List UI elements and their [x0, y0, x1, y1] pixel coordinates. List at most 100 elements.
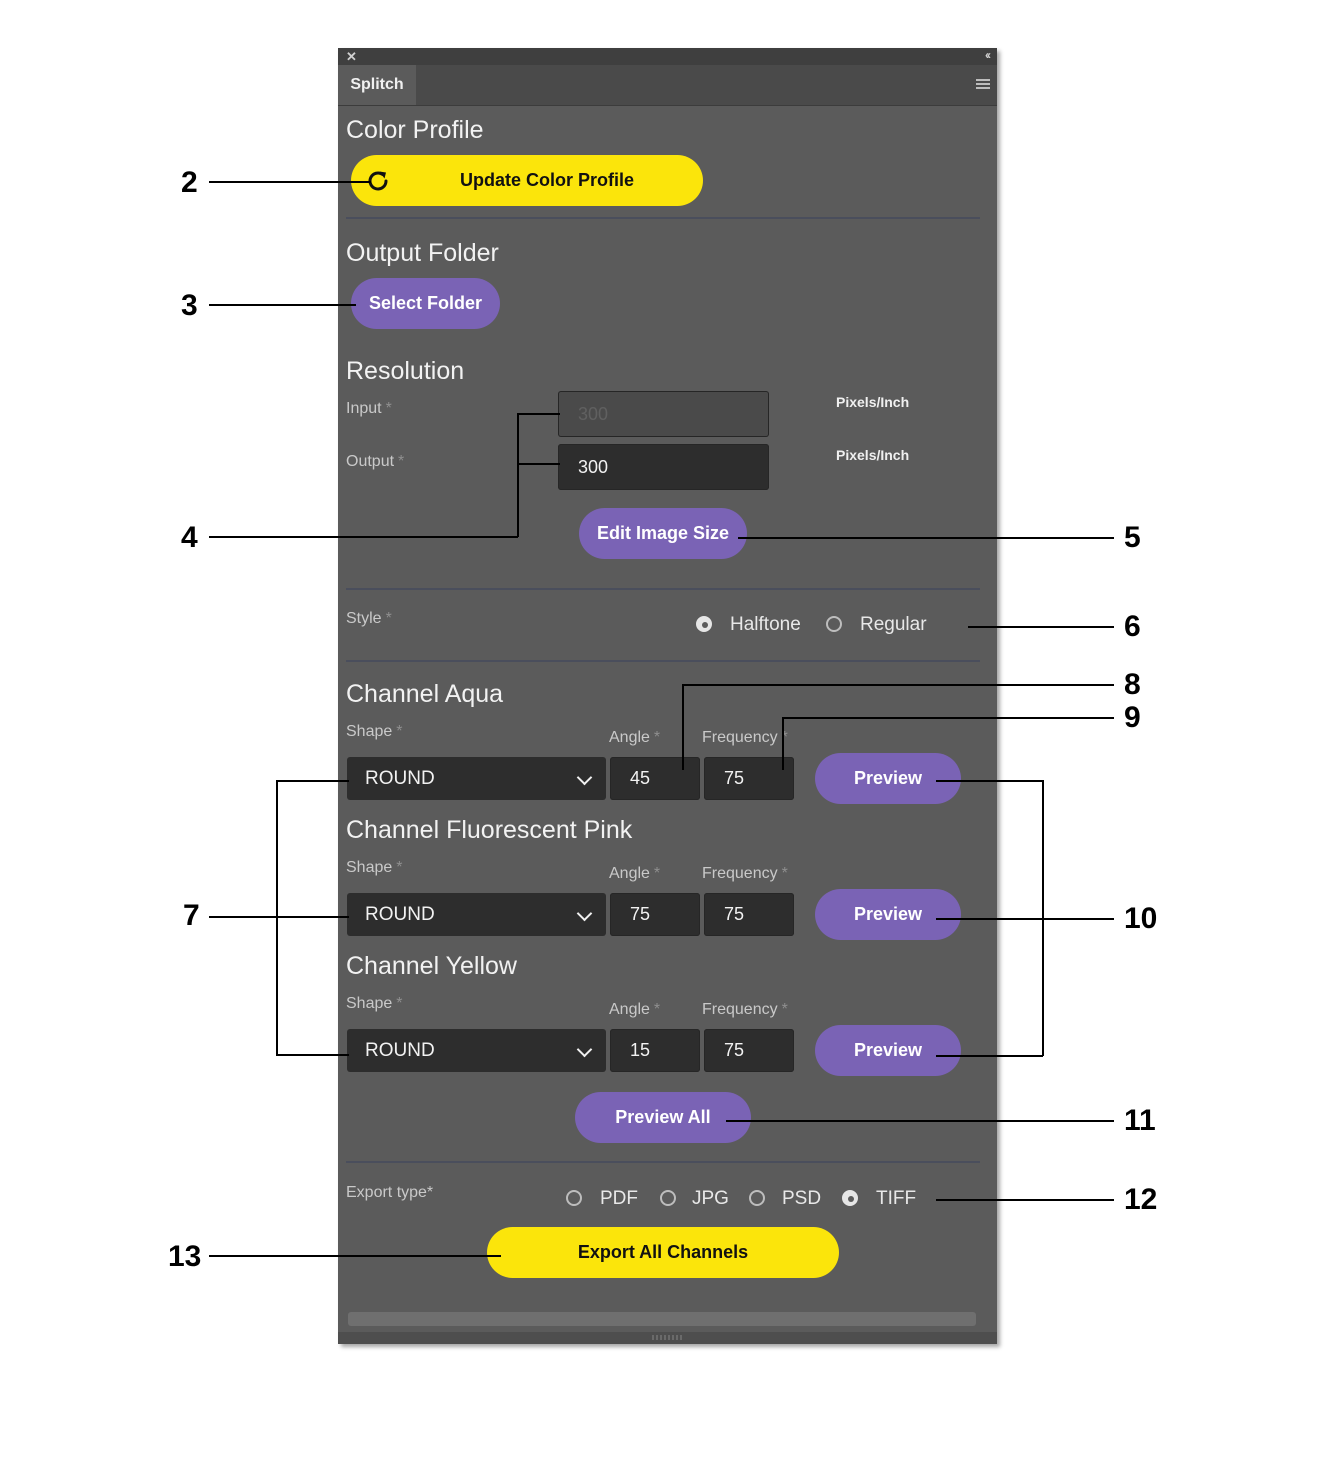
shape-select-value: ROUND: [365, 1039, 435, 1061]
callout-line: [276, 780, 349, 782]
hamburger-menu-icon[interactable]: [976, 79, 990, 90]
callout-line: [936, 918, 1114, 920]
channel-pink-shape-select[interactable]: ROUND: [347, 893, 606, 936]
double-chevron-left-icon[interactable]: ‹‹: [985, 48, 991, 62]
update-color-profile-button[interactable]: Update Color Profile: [351, 155, 703, 206]
channel-yellow-shape-label: Shape*: [346, 994, 403, 1014]
callout-3: 3: [181, 289, 198, 322]
channel-yellow-heading: Channel Yellow: [346, 952, 517, 980]
channel-yellow-angle-field[interactable]: 15: [610, 1029, 700, 1072]
input-resolution-label: Input*: [346, 399, 392, 419]
channel-aqua-shape-select[interactable]: ROUND: [347, 757, 606, 800]
callout-6: 6: [1124, 610, 1141, 643]
channel-yellow-frequency-label: Frequency*: [702, 1000, 788, 1020]
divider: [346, 217, 980, 219]
callout-line: [517, 463, 560, 465]
export-tiff-label[interactable]: TIFF: [876, 1188, 917, 1209]
shape-label-text: Shape: [346, 995, 393, 1012]
channel-yellow-shape-select[interactable]: ROUND: [347, 1029, 606, 1072]
callout-line: [782, 717, 784, 770]
callout-line: [209, 181, 371, 183]
callout-12: 12: [1124, 1183, 1158, 1216]
callout-line: [968, 626, 1114, 628]
required-mark: *: [653, 1001, 661, 1018]
divider: [346, 588, 980, 590]
output-unit-label: Pixels/Inch: [836, 447, 910, 463]
close-icon[interactable]: ✕: [346, 49, 357, 64]
callout-line: [738, 537, 1114, 539]
output-resolution-field[interactable]: 300: [558, 444, 769, 490]
channel-yellow-angle-label: Angle*: [609, 1000, 660, 1020]
channel-aqua-frequency-field[interactable]: 75: [704, 757, 794, 800]
shape-select-value: ROUND: [365, 903, 435, 925]
angle-label-text: Angle: [609, 1001, 650, 1018]
panel-tab-bar: Splitch: [338, 65, 997, 106]
channel-aqua-frequency-label: Frequency*: [702, 728, 788, 748]
channel-aqua-heading: Channel Aqua: [346, 680, 504, 708]
required-mark: *: [396, 723, 403, 740]
channel-yellow-frequency-field[interactable]: 75: [704, 1029, 794, 1072]
channel-pink-frequency-label: Frequency*: [702, 864, 788, 884]
export-jpg-label[interactable]: JPG: [692, 1188, 729, 1209]
color-profile-heading: Color Profile: [346, 116, 484, 144]
callout-line: [936, 780, 1043, 782]
callout-line: [682, 684, 684, 770]
export-psd-radio[interactable]: [749, 1190, 765, 1206]
style-halftone-label[interactable]: Halftone: [730, 614, 801, 635]
export-pdf-label[interactable]: PDF: [600, 1188, 638, 1209]
required-mark: *: [398, 453, 405, 470]
style-regular-label[interactable]: Regular: [860, 614, 927, 635]
style-regular-radio[interactable]: [826, 616, 842, 632]
output-resolution-label: Output*: [346, 452, 404, 472]
style-label: Style*: [346, 609, 392, 629]
style-halftone-radio[interactable]: [696, 616, 712, 632]
channel-yellow-preview-button[interactable]: Preview: [815, 1025, 961, 1076]
channel-pink-frequency-field[interactable]: 75: [704, 893, 794, 936]
callout-8: 8: [1124, 668, 1141, 701]
resize-grip-icon[interactable]: [652, 1335, 682, 1340]
channel-pink-preview-button[interactable]: Preview: [815, 889, 961, 940]
required-mark: *: [385, 400, 392, 417]
frequency-label-text: Frequency: [702, 1001, 778, 1018]
channel-aqua-angle-field[interactable]: 45: [610, 757, 700, 800]
export-pdf-radio[interactable]: [566, 1190, 582, 1206]
update-color-profile-label: Update Color Profile: [459, 170, 634, 190]
required-mark: *: [653, 865, 661, 882]
angle-label-text: Angle: [609, 865, 650, 882]
callout-11: 11: [1124, 1104, 1156, 1137]
callout-line: [209, 1255, 501, 1257]
required-mark: *: [396, 995, 403, 1012]
preview-all-button[interactable]: Preview All: [575, 1092, 751, 1143]
shape-label-text: Shape: [346, 859, 393, 876]
required-mark: *: [385, 610, 392, 627]
style-label-text: Style: [346, 610, 382, 627]
select-folder-button[interactable]: Select Folder: [351, 278, 500, 329]
channel-aqua-preview-button[interactable]: Preview: [815, 753, 961, 804]
horizontal-scrollbar[interactable]: [348, 1312, 976, 1326]
export-all-channels-button[interactable]: Export All Channels: [487, 1227, 839, 1278]
edit-image-size-button[interactable]: Edit Image Size: [579, 508, 747, 559]
channel-pink-shape-label: Shape*: [346, 858, 403, 878]
required-mark: *: [781, 865, 788, 882]
export-tiff-radio[interactable]: [842, 1190, 858, 1206]
callout-line: [209, 304, 356, 306]
export-psd-label[interactable]: PSD: [782, 1188, 822, 1209]
frequency-label-text: Frequency: [702, 865, 778, 882]
export-jpg-radio[interactable]: [660, 1190, 676, 1206]
callout-line: [276, 780, 278, 1055]
input-unit-label: Pixels/Inch: [836, 394, 910, 410]
chevron-down-icon: [576, 769, 593, 786]
callout-9: 9: [1124, 701, 1141, 734]
required-mark: *: [781, 1001, 788, 1018]
refresh-icon: [368, 171, 388, 191]
frequency-label-text: Frequency: [702, 729, 778, 746]
resolution-heading: Resolution: [346, 357, 465, 385]
input-label-text: Input: [346, 400, 382, 417]
channel-pink-angle-label: Angle*: [609, 864, 660, 884]
callout-line: [276, 1054, 349, 1056]
tab-splitch[interactable]: Splitch: [338, 65, 416, 105]
channel-pink-heading: Channel Fluorescent Pink: [346, 816, 633, 844]
callout-line: [209, 916, 349, 918]
chevron-down-icon: [576, 1041, 593, 1058]
channel-pink-angle-field[interactable]: 75: [610, 893, 700, 936]
